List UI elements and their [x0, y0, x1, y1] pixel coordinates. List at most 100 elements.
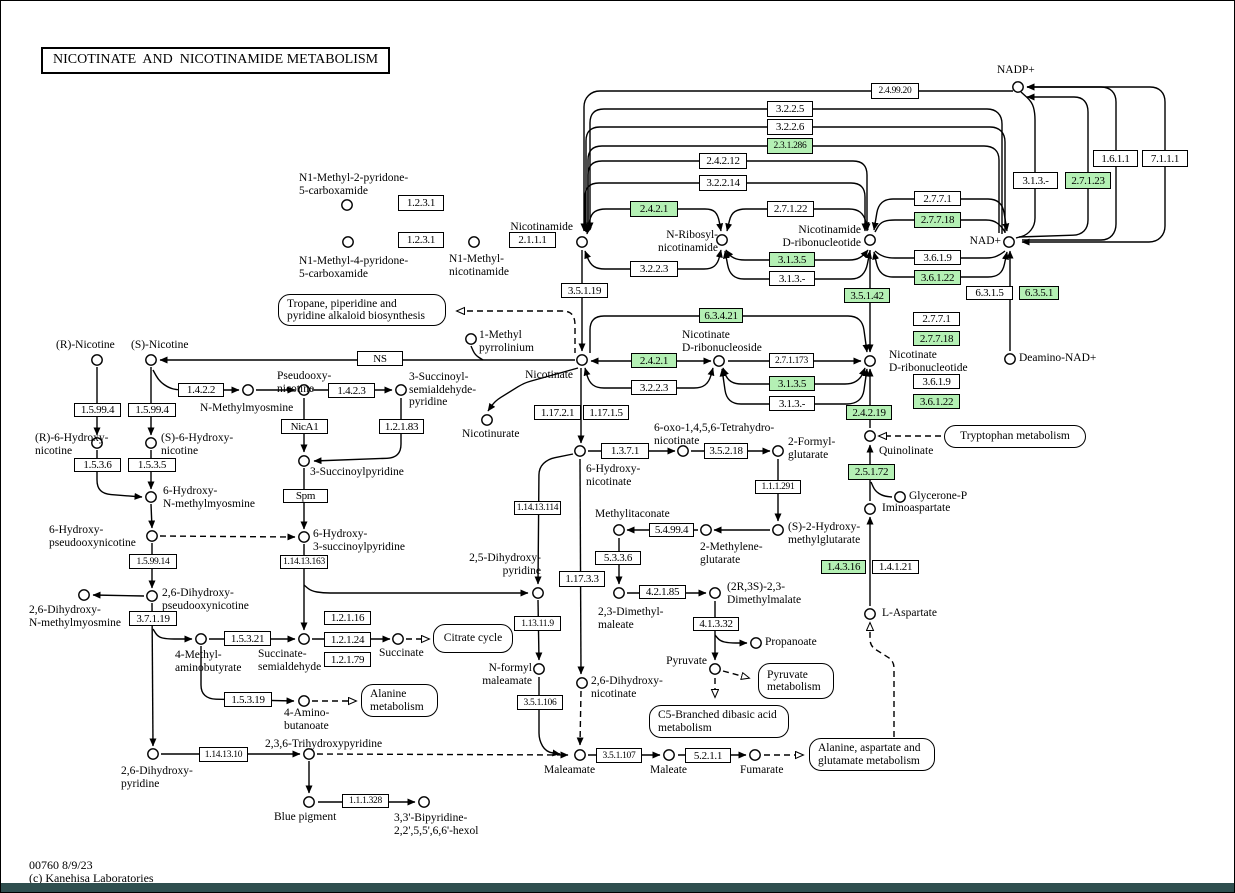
- compound-node-2-3-dimethyl-maleate[interactable]: [613, 587, 625, 599]
- enzyme-box-1.4.2.2[interactable]: 1.4.2.2: [178, 383, 224, 397]
- compound-node-s-6-hydroxy-nicotine[interactable]: [145, 437, 157, 449]
- enzyme-box-1.2.1.79[interactable]: 1.2.1.79: [324, 652, 371, 667]
- compound-node-2-5-dihydroxy-pyridine[interactable]: [532, 587, 544, 599]
- compound-node-succinate-semialdehyde[interactable]: [298, 633, 310, 645]
- compound-node-6-hydroxy-nicotinate[interactable]: [574, 445, 586, 457]
- enzyme-box-2.4.2.1[interactable]: 2.4.2.1: [630, 201, 678, 217]
- compound-node-deamino-nad[interactable]: [1004, 353, 1016, 365]
- enzyme-box-2.4.2.19[interactable]: 2.4.2.19: [846, 405, 892, 420]
- compound-node-6-oxo-tetrahydro-nicotinate[interactable]: [677, 445, 689, 457]
- compound-node-nicotinamide-d-ribonucleotide[interactable]: [864, 234, 876, 246]
- compound-node-s-2-hydroxy-methylglutarate[interactable]: [772, 524, 784, 536]
- compound-node-6-hydroxy-3-succinoylpyridine[interactable]: [298, 531, 310, 543]
- compound-node-6-hydroxy-pseudooxynicotine[interactable]: [146, 530, 158, 542]
- enzyme-box-NicA1[interactable]: NicA1: [281, 419, 328, 434]
- compound-node-propanoate[interactable]: [750, 637, 762, 649]
- compound-node-2-6-dihydroxy-pseudooxynicotine[interactable]: [146, 590, 158, 602]
- compound-node-2-6-dihydroxy-nicotinate[interactable]: [576, 677, 588, 689]
- enzyme-box-3.6.1.22[interactable]: 3.6.1.22: [913, 394, 960, 409]
- enzyme-box-1.6.1.1[interactable]: 1.6.1.1: [1093, 150, 1138, 167]
- enzyme-box-Spm[interactable]: Spm: [283, 489, 328, 503]
- enzyme-box-1.5.3.6[interactable]: 1.5.3.6: [74, 458, 121, 472]
- enzyme-box-2.7.7.1[interactable]: 2.7.7.1: [914, 191, 961, 206]
- compound-node-blue-pigment[interactable]: [303, 796, 315, 808]
- enzyme-box-1.5.99.4[interactable]: 1.5.99.4: [74, 403, 121, 417]
- compound-node-4-methyl-aminobutyrate[interactable]: [195, 633, 207, 645]
- enzyme-box-1.14.13.114[interactable]: 1.14.13.114: [514, 501, 561, 515]
- compound-node-nadp[interactable]: [1012, 81, 1024, 93]
- enzyme-box-3.6.1.9[interactable]: 3.6.1.9: [914, 250, 961, 265]
- enzyme-box-6.3.4.21[interactable]: 6.3.4.21: [699, 308, 743, 323]
- compound-node-4-amino-butanoate[interactable]: [298, 695, 310, 707]
- compound-node-n-methylmyosmine[interactable]: [242, 384, 254, 396]
- enzyme-box-3.5.1.107[interactable]: 3.5.1.107: [596, 748, 642, 763]
- compound-node-maleate[interactable]: [663, 749, 675, 761]
- compound-node-r-6-hydroxy-nicotine[interactable]: [91, 437, 103, 449]
- enzyme-box-2.4.2.1[interactable]: 2.4.2.1: [631, 353, 677, 368]
- enzyme-box-3.5.2.18[interactable]: 3.5.2.18: [704, 443, 748, 459]
- compound-node-n-formyl-maleamate[interactable]: [533, 663, 545, 675]
- enzyme-box-1.5.3.19[interactable]: 1.5.3.19: [224, 692, 272, 707]
- compound-node-fumarate[interactable]: [749, 749, 761, 761]
- enzyme-box-1.17.2.1[interactable]: 1.17.2.1: [534, 405, 581, 420]
- enzyme-box-2.4.99.20[interactable]: 2.4.99.20: [871, 83, 919, 99]
- enzyme-box-2.7.7.1[interactable]: 2.7.7.1: [913, 312, 960, 326]
- enzyme-box-4.2.1.85[interactable]: 4.2.1.85: [639, 585, 686, 599]
- compound-node-pyruvate[interactable]: [709, 663, 721, 675]
- compound-node-nicotinurate[interactable]: [481, 414, 493, 426]
- enzyme-box-3.6.1.9[interactable]: 3.6.1.9: [913, 374, 960, 389]
- compound-node-r-nicotine[interactable]: [91, 354, 103, 366]
- enzyme-box-1.2.1.16[interactable]: 1.2.1.16: [324, 611, 371, 625]
- enzyme-box-1.2.3.1[interactable]: 1.2.3.1: [398, 195, 444, 211]
- enzyme-box-3.1.3.-[interactable]: 3.1.3.-: [769, 271, 815, 286]
- enzyme-box-3.2.2.14[interactable]: 3.2.2.14: [699, 175, 747, 191]
- compound-node-6-hydroxy-n-methylmyosmine[interactable]: [145, 491, 157, 503]
- enzyme-box-3.6.1.22[interactable]: 3.6.1.22: [914, 270, 961, 285]
- enzyme-box-1.13.11.9[interactable]: 1.13.11.9: [514, 616, 561, 631]
- compound-node-2-methylene-glutarate[interactable]: [700, 524, 712, 536]
- compound-node-n1-methyl-2-pyridone-5-carboxamide[interactable]: [341, 199, 353, 211]
- enzyme-box-1.2.3.1[interactable]: 1.2.3.1: [398, 232, 444, 248]
- enzyme-box-1.4.3.16[interactable]: 1.4.3.16: [821, 560, 866, 574]
- enzyme-box-3.1.3.-[interactable]: 3.1.3.-: [769, 396, 815, 411]
- enzyme-box-3.2.2.3[interactable]: 3.2.2.3: [630, 261, 678, 277]
- compound-node-nicotinate[interactable]: [576, 354, 588, 366]
- compound-node-maleamate[interactable]: [574, 749, 586, 761]
- enzyme-box-6.3.1.5[interactable]: 6.3.1.5: [966, 286, 1013, 300]
- enzyme-box-2.3.1.286[interactable]: 2.3.1.286: [767, 138, 813, 154]
- compound-node-nicotinate-d-ribonucleoside[interactable]: [713, 355, 725, 367]
- compound-node-1-methyl-pyrrolinium[interactable]: [465, 333, 477, 345]
- enzyme-box-1.14.13.10[interactable]: 1.14.13.10: [199, 747, 248, 762]
- enzyme-box-2.7.1.23[interactable]: 2.7.1.23: [1065, 172, 1111, 189]
- compound-node-succinate[interactable]: [392, 633, 404, 645]
- enzyme-box-1.5.3.5[interactable]: 1.5.3.5: [128, 458, 176, 472]
- enzyme-box-1.17.1.5[interactable]: 1.17.1.5: [583, 405, 629, 420]
- compound-node-nad[interactable]: [1003, 236, 1015, 248]
- compound-node-nicotinamide[interactable]: [576, 236, 588, 248]
- enzyme-box-2.1.1.1[interactable]: 2.1.1.1: [509, 232, 556, 248]
- enzyme-box-1.2.1.83[interactable]: 1.2.1.83: [379, 419, 424, 434]
- enzyme-box-2.7.7.18[interactable]: 2.7.7.18: [913, 331, 960, 346]
- enzyme-box-4.1.3.32[interactable]: 4.1.3.32: [693, 617, 739, 631]
- compound-node-n1-methyl-nicotinamide[interactable]: [468, 236, 480, 248]
- enzyme-box-1.5.99.14[interactable]: 1.5.99.14: [129, 554, 177, 569]
- compound-node-2-6-dihydroxy-n-methylmyosmine[interactable]: [78, 589, 90, 601]
- enzyme-box-1.5.99.4[interactable]: 1.5.99.4: [128, 403, 176, 417]
- enzyme-box-NS[interactable]: NS: [357, 351, 403, 366]
- compound-node-methylitaconate[interactable]: [613, 524, 625, 536]
- compound-node-3-succinoylpyridine[interactable]: [298, 455, 310, 467]
- compound-node-nicotinate-d-ribonucleotide[interactable]: [864, 355, 876, 367]
- enzyme-box-3.1.3.5[interactable]: 3.1.3.5: [769, 252, 815, 267]
- compound-node-s-nicotine[interactable]: [145, 354, 157, 366]
- compound-node-n1-methyl-4-pyridone-5-carboxamide[interactable]: [342, 236, 354, 248]
- compound-node-2r-3s-2-3-dimethylmalate[interactable]: [709, 587, 721, 599]
- enzyme-box-3.5.1.19[interactable]: 3.5.1.19: [561, 283, 608, 298]
- enzyme-box-5.4.99.4[interactable]: 5.4.99.4: [649, 523, 694, 537]
- enzyme-box-1.4.2.3[interactable]: 1.4.2.3: [328, 383, 375, 398]
- pathway-link-box[interactable]: Tryptophan metabolism: [944, 425, 1086, 448]
- compound-node-bipyridine-hexol[interactable]: [418, 796, 430, 808]
